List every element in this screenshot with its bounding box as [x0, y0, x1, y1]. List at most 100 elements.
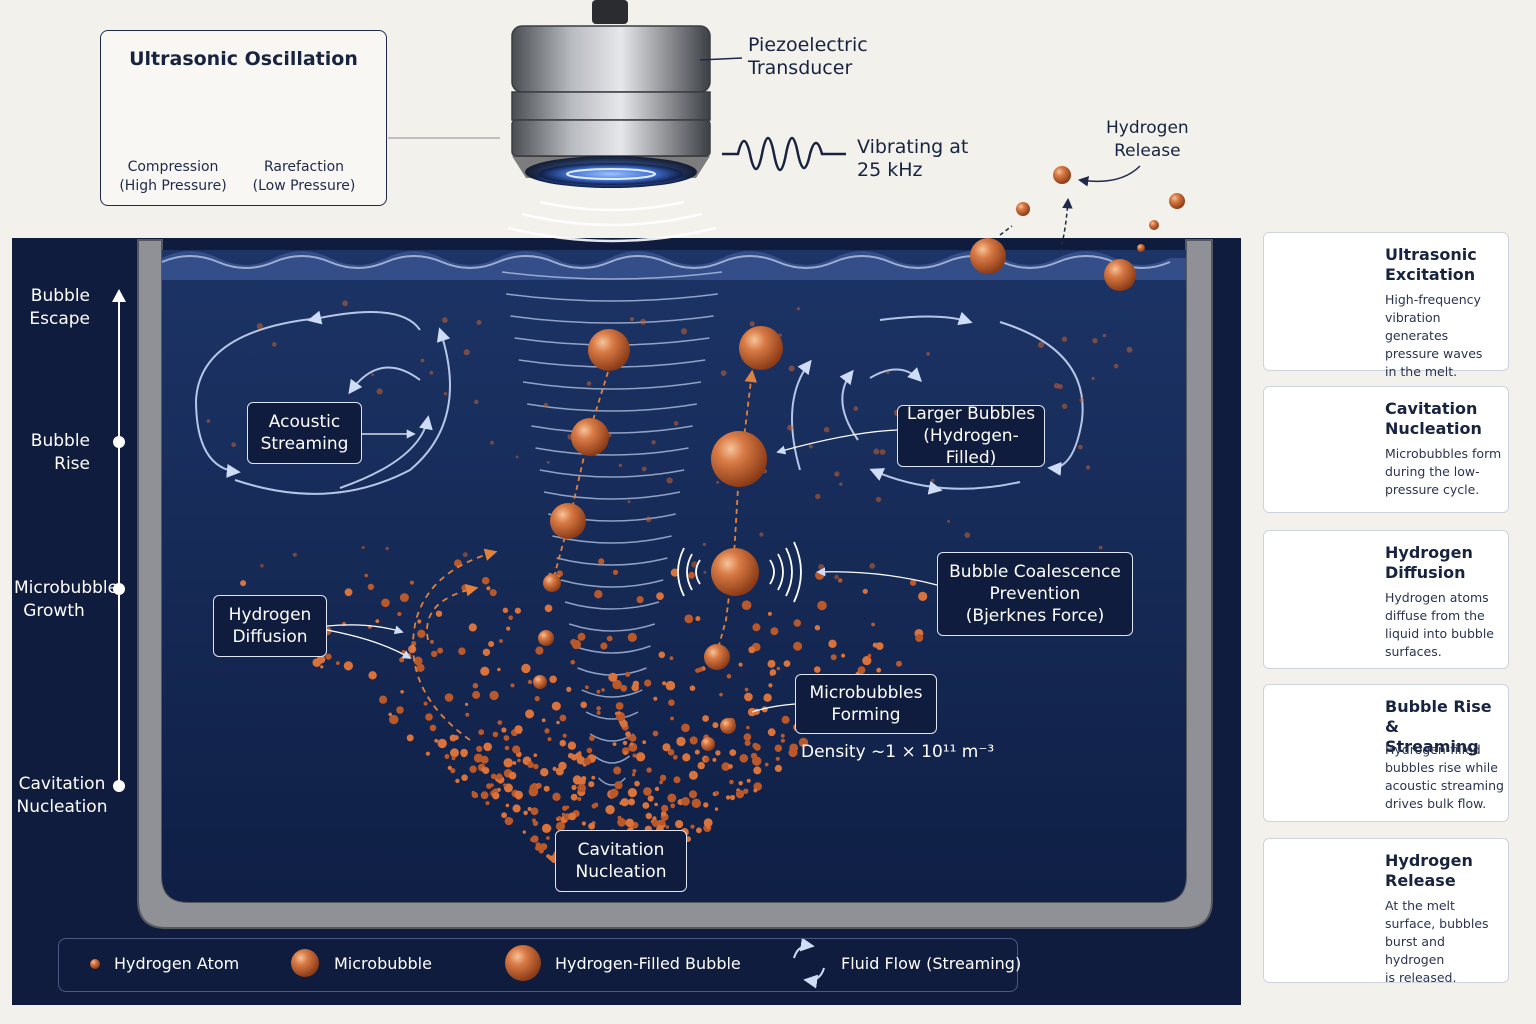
hydrogen-atom — [601, 688, 605, 692]
hydrogen-atom — [1126, 346, 1133, 353]
hydrogen-atom — [529, 783, 538, 793]
microbubble — [533, 675, 547, 689]
hydrogen-atom — [712, 757, 717, 762]
hydrogen-atom — [763, 693, 772, 702]
hydrogen-atom — [543, 402, 549, 408]
hydrogen-atom — [596, 710, 601, 715]
hydrogen-atom — [625, 731, 631, 737]
hydrogen-atom — [909, 579, 917, 586]
hydrogen-atom — [1037, 341, 1045, 348]
released-hydrogen — [1169, 193, 1185, 209]
hydrogen-atom — [527, 761, 534, 768]
hydrogen-atom — [798, 737, 809, 748]
hydrogen-atom — [256, 323, 263, 330]
hydrogen-atom — [651, 440, 656, 445]
hydrogen-atom — [781, 715, 790, 724]
hydrogen-atom — [344, 588, 353, 597]
hydrogen-atom — [431, 650, 438, 658]
hydrogen-atom — [873, 448, 880, 455]
hydrogen-filled-bubble — [739, 326, 783, 370]
card-description: Microbubbles form during the low- pressu… — [1385, 446, 1502, 497]
hydrogen-atom — [1061, 336, 1068, 342]
hydrogen-atom — [1092, 338, 1098, 344]
hydrogen-atom — [744, 740, 751, 746]
hydrogen-atom — [698, 667, 703, 672]
hydrogen-atom — [702, 715, 709, 722]
card-description: High-frequency vibration generates press… — [1385, 292, 1483, 379]
stage-microbubble-growth: Microbubble Growth — [14, 578, 119, 621]
hydrogen-atom — [605, 805, 615, 815]
hydrogen-atom — [515, 455, 519, 459]
hydrogen-atom — [659, 774, 667, 781]
hydrogen-atom — [632, 769, 637, 773]
stage-cavitation-nucleation: Cavitation Nucleation — [16, 774, 108, 817]
hydrogen-atom — [1098, 545, 1103, 550]
wavefront-arc — [510, 315, 714, 324]
density-label: Density ~1 × 10¹¹ m⁻³ — [801, 742, 995, 762]
hydrogen-atom — [834, 471, 840, 477]
hydrogen-atom — [600, 642, 608, 650]
hydrogen-atom — [743, 733, 752, 741]
hydrogen-atom — [783, 660, 791, 667]
hydrogen-atom — [697, 761, 705, 770]
wavefront-arc — [531, 425, 693, 434]
hydrogen-atom — [527, 807, 532, 811]
stage-dot — [113, 780, 125, 792]
hydrogen-atom — [544, 604, 553, 613]
callout-larger-bubbles: Larger Bubbles (Hydrogen-Filled) — [897, 404, 1045, 468]
hydrogen-atom — [689, 685, 696, 691]
hydrogen-atom — [496, 773, 503, 780]
card-description: At the melt surface, bubbles burst and h… — [1385, 898, 1489, 985]
hydrogen-atom — [1077, 444, 1083, 450]
card-title: Hydrogen Release — [1385, 851, 1473, 890]
hydrogen-atom — [568, 812, 577, 821]
hydrogen-atom — [490, 773, 497, 780]
hydrogen-atom — [1085, 465, 1091, 470]
hydrogen-atom — [492, 731, 499, 738]
hydrogen-atom — [622, 740, 628, 746]
stage-bubble-rise: Bubble Rise — [30, 431, 90, 474]
hydrogen-atom — [746, 778, 751, 783]
microbubble — [543, 574, 561, 592]
hydrogen-atom — [666, 477, 673, 484]
hydrogen-atom — [465, 712, 470, 717]
hydrogen-atom — [612, 569, 619, 575]
hydrogen-atom — [768, 683, 773, 688]
hydrogen-atom — [523, 810, 528, 816]
hydrogen-atom — [385, 546, 389, 551]
hydrogen-atom — [504, 745, 510, 751]
hydrogen-atom — [614, 781, 623, 790]
hydrogen-atom — [636, 596, 644, 604]
hydrogen-atom — [361, 545, 365, 550]
hydrogen-atom — [738, 662, 743, 667]
hydrogen-atom — [570, 793, 578, 801]
hydrogen-atom — [752, 623, 761, 632]
hydrogen-atom — [750, 752, 758, 760]
hydrogen-atom — [692, 799, 697, 804]
hydrogen-atom — [591, 803, 597, 809]
legend — [58, 938, 1018, 992]
hydrogen-atom — [694, 749, 700, 755]
hydrogen-atom — [753, 788, 758, 793]
wavefront-arc — [568, 623, 656, 632]
hydrogen-atom — [540, 843, 548, 851]
hydrogen-atom — [665, 680, 676, 691]
hydrogen-atom — [617, 815, 622, 820]
hydrogen-atom — [615, 702, 624, 710]
hydrogen-atom — [533, 763, 539, 770]
microbubble — [538, 630, 554, 646]
hydrogen-atom — [379, 695, 388, 704]
hydrogen-atom — [420, 358, 425, 363]
hydrogen-atom — [814, 666, 821, 673]
card-description: Hydrogen-filled bubbles rise while acous… — [1385, 742, 1504, 811]
hydrogen-atom — [368, 671, 377, 680]
hydrogen-atom — [423, 701, 428, 706]
hydrogen-atom — [672, 754, 678, 760]
callout-hydrogen-diffusion: Hydrogen Diffusion — [213, 595, 327, 657]
hydrogen-atom — [343, 661, 353, 671]
hydrogen-atom — [661, 804, 669, 813]
hydrogen-atom — [425, 713, 433, 721]
hydrogen-atom — [530, 807, 539, 816]
hydrogen-atom — [400, 690, 404, 694]
hydrogen-atom — [533, 753, 538, 757]
